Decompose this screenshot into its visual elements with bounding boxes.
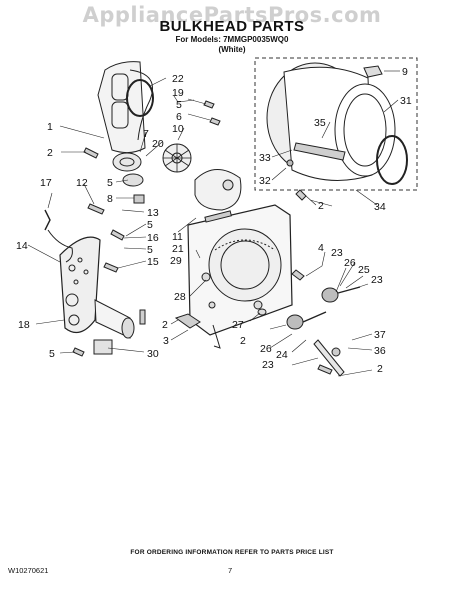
callout-27: 27 xyxy=(232,319,244,331)
callout-2: 2 xyxy=(47,147,53,159)
callout-36: 36 xyxy=(374,345,386,357)
callout-18: 18 xyxy=(18,319,30,331)
wire-harness xyxy=(47,229,73,263)
callout-31: 31 xyxy=(400,95,412,107)
drum-baffle xyxy=(293,142,346,161)
callout-30: 30 xyxy=(147,348,159,360)
idler-pulley xyxy=(321,287,339,303)
callout-12: 12 xyxy=(76,177,88,189)
bulkhead-bracket xyxy=(204,210,232,223)
callout-22: 22 xyxy=(172,73,184,85)
callout-10: 10 xyxy=(172,123,184,135)
callout-35: 35 xyxy=(314,117,326,129)
callout-11: 11 xyxy=(172,231,183,243)
callout-6: 6 xyxy=(176,111,182,123)
drum-seal xyxy=(376,135,408,185)
drum-roller xyxy=(286,314,304,330)
watermark: AppliancePartsPros.com xyxy=(82,3,382,27)
fasteners xyxy=(72,100,333,375)
leader-lines xyxy=(27,70,400,377)
drum-inner-rim xyxy=(343,93,387,167)
blower-seal xyxy=(126,79,154,117)
callout-5b: 5 xyxy=(107,177,113,189)
callout-4: 4 xyxy=(318,242,324,254)
callout-23b: 23 xyxy=(371,274,383,286)
heater-duct xyxy=(44,209,135,355)
callout-3: 3 xyxy=(163,335,169,347)
callout-24: 24 xyxy=(276,349,288,361)
drum-clip xyxy=(363,65,383,78)
callout-23c: 23 xyxy=(262,359,274,371)
callout-21: 21 xyxy=(172,243,184,255)
callout-9: 9 xyxy=(402,66,408,78)
callout-1: 1 xyxy=(47,121,53,133)
callout-34: 34 xyxy=(374,201,386,213)
callout-26a: 26 xyxy=(344,257,356,269)
callout-2c: 2 xyxy=(318,200,324,212)
callout-17: 17 xyxy=(40,177,52,189)
callout-25: 25 xyxy=(358,264,370,276)
front-bulkhead xyxy=(187,204,293,336)
callout-37: 37 xyxy=(374,329,386,341)
callout-5a: 5 xyxy=(176,99,182,111)
blower-assembly xyxy=(112,143,242,211)
callout-32: 32 xyxy=(259,175,271,187)
igniter-bracket xyxy=(93,339,113,355)
page-title: BULKHEAD PARTS xyxy=(159,18,305,35)
models-line: For Models: 7MMGP0035WQ0 xyxy=(175,35,289,44)
callout-5c: 5 xyxy=(147,219,153,231)
idler-assembly xyxy=(212,286,361,377)
callout-5e: 5 xyxy=(49,348,55,360)
callout-8: 8 xyxy=(107,193,113,205)
callout-33: 33 xyxy=(259,152,271,164)
callout-2b: 2 xyxy=(162,319,168,331)
drum-assembly-group xyxy=(254,57,418,191)
callout-labels: 1 2 22 19 5 6 10 7 20 5 8 17 12 13 5 16 … xyxy=(16,66,412,375)
callout-14: 14 xyxy=(16,240,28,252)
callout-7: 7 xyxy=(143,128,149,140)
callout-5d: 5 xyxy=(147,244,153,256)
callout-28: 28 xyxy=(174,291,186,303)
ordering-note: FOR ORDERING INFORMATION REFER TO PARTS … xyxy=(130,549,334,556)
variant-line: (White) xyxy=(218,45,246,54)
callout-15: 15 xyxy=(147,256,159,268)
callout-2e: 2 xyxy=(377,363,383,375)
callout-29: 29 xyxy=(170,255,182,267)
callout-20: 20 xyxy=(152,138,164,150)
rear-duct-panel xyxy=(97,61,154,154)
bulkhead-spring xyxy=(212,324,221,349)
callout-13: 13 xyxy=(147,207,159,219)
callout-23a: 23 xyxy=(331,247,343,259)
blower-nut xyxy=(133,194,145,204)
page-number: 7 xyxy=(228,566,233,575)
document-id: W10270621 xyxy=(8,566,49,575)
callout-19: 19 xyxy=(172,87,184,99)
callout-2d: 2 xyxy=(240,335,246,347)
drum-screw xyxy=(286,159,294,167)
callout-26b: 26 xyxy=(260,343,272,355)
drum-opening xyxy=(334,83,396,177)
idler-arm xyxy=(313,339,345,377)
callout-16: 16 xyxy=(147,232,159,244)
